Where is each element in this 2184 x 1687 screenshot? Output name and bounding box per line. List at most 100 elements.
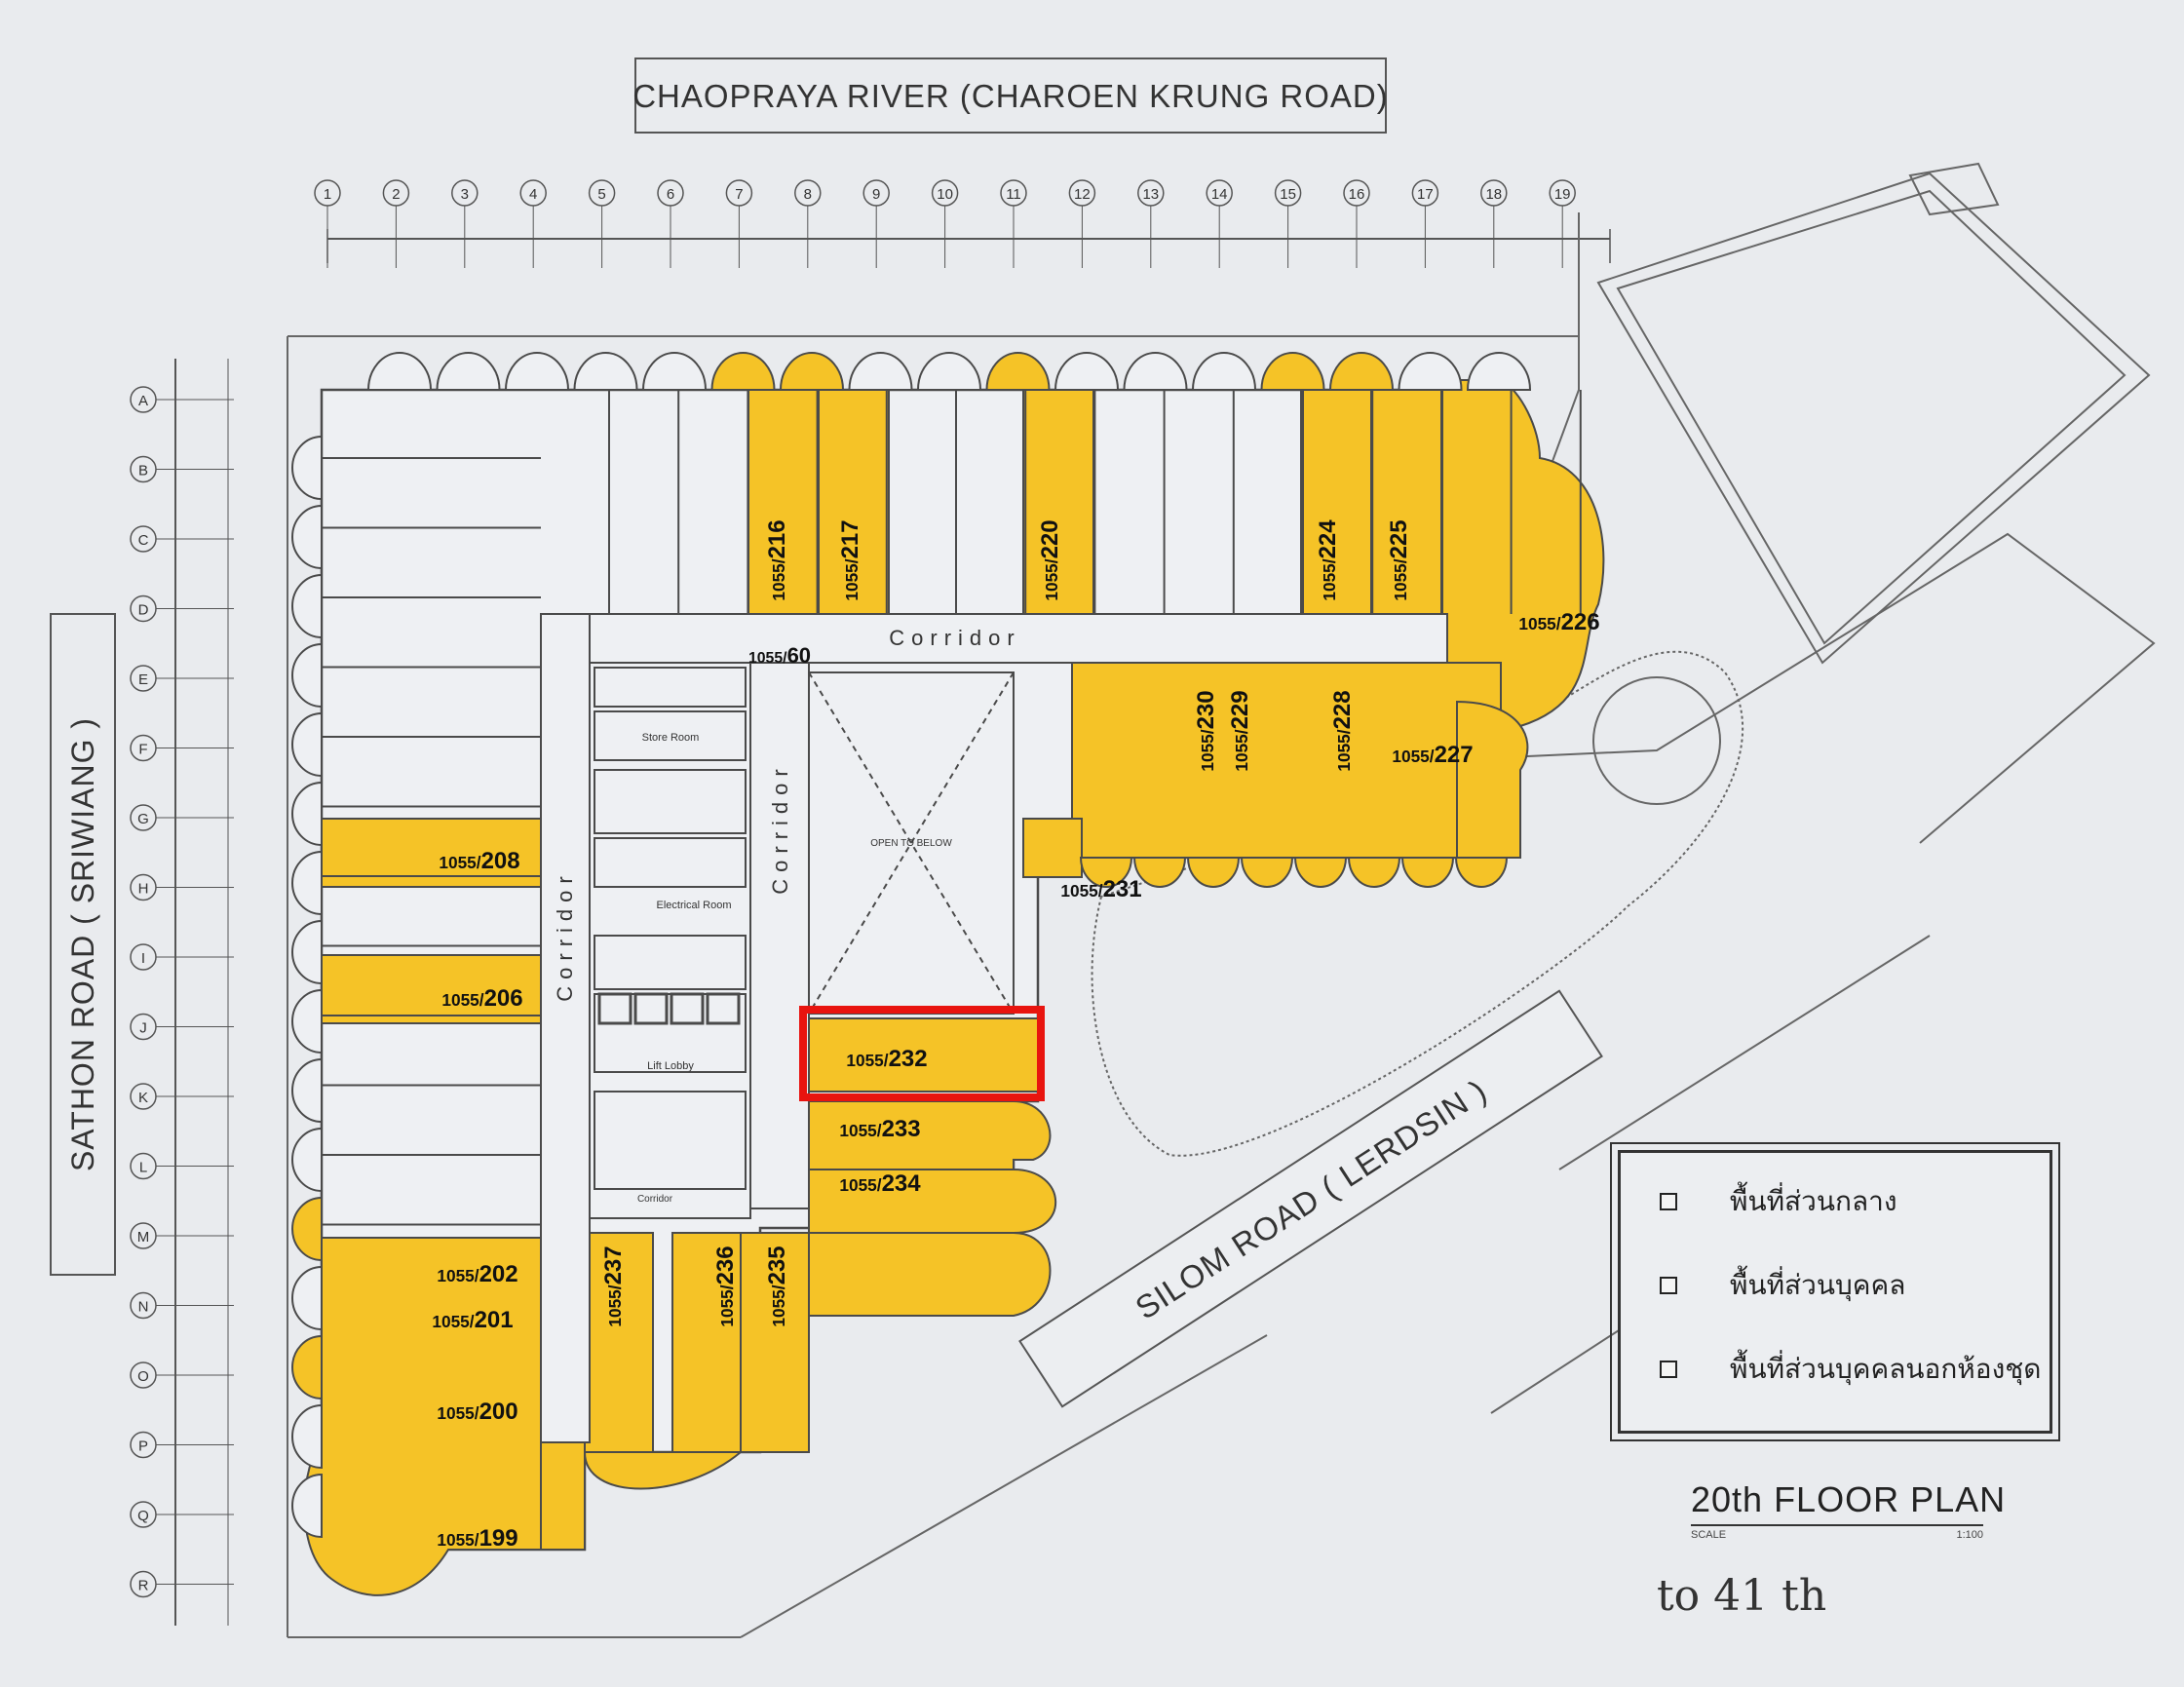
row-bubble: R [130, 1570, 234, 1598]
unit-label: 1055/228 [1329, 690, 1356, 771]
column-bubble: 11 [1000, 179, 1027, 268]
column-bubble: 10 [931, 179, 959, 268]
svg-text:Corridor: Corridor [553, 869, 577, 1001]
bay-window [291, 988, 323, 1054]
row-bubble: A [130, 386, 234, 413]
legend-swatch [1660, 1193, 1677, 1210]
scale-line [1691, 1524, 1983, 1526]
column-bubble: 17 [1411, 179, 1439, 268]
unit-partitions [322, 390, 1582, 1226]
column-bubble: 8 [794, 179, 822, 268]
svg-text:Corridor: Corridor [889, 626, 1020, 650]
svg-text:2: 2 [392, 186, 400, 203]
unit-label: 1055/216 [764, 519, 790, 600]
unit-label: 1055/220 [1037, 519, 1063, 600]
legend-label: พื้นที่ส่วนบุคคลนอกห้องชุด [1730, 1353, 2042, 1385]
column-bubble: 15 [1274, 179, 1302, 268]
column-bubble: 4 [519, 179, 547, 268]
svg-text:R: R [138, 1578, 149, 1594]
unit-label: 1055/231 [1060, 876, 1141, 902]
column-bubble: 2 [382, 179, 410, 268]
svg-text:I: I [141, 950, 145, 967]
unit-label: 1055/201 [432, 1307, 513, 1333]
row-bubble: K [130, 1083, 234, 1110]
row-bubble: H [130, 873, 234, 901]
column-bubble: 13 [1137, 179, 1165, 268]
legend-swatch [1660, 1277, 1677, 1294]
row-bubble: B [130, 455, 234, 483]
column-bubble: 7 [725, 179, 753, 268]
unit-label: 1055/236 [712, 1246, 739, 1326]
bay-window [848, 352, 913, 391]
bottom-bay-windows [1079, 857, 1509, 888]
bay-window [291, 1473, 323, 1539]
unit-label: 1055/234 [839, 1170, 921, 1197]
row-bubble: Q [130, 1501, 234, 1528]
right-road-label: SILOM ROAD ( LERDSIN ) [1018, 989, 1603, 1408]
svg-text:P: P [138, 1438, 148, 1455]
svg-text:14: 14 [1211, 186, 1228, 203]
bay-window [291, 504, 323, 570]
bay-window [291, 1127, 323, 1193]
bay-window [1398, 352, 1463, 391]
row-bubble: P [130, 1431, 234, 1459]
svg-text:18: 18 [1485, 186, 1502, 203]
bay-window [291, 850, 323, 916]
svg-text:4: 4 [529, 186, 537, 203]
svg-text:J: J [139, 1020, 147, 1037]
svg-text:19: 19 [1554, 186, 1571, 203]
column-bubble: 18 [1480, 179, 1508, 268]
scale-label: SCALE [1691, 1529, 1727, 1541]
legend-swatch [1660, 1361, 1677, 1378]
column-bubble: 12 [1068, 179, 1096, 268]
core-rooms [589, 662, 751, 1219]
svg-text:6: 6 [667, 186, 674, 203]
column-bubble: 19 [1549, 179, 1576, 268]
svg-text:CHAOPRAYA RIVER (CHAROEN KRUNG: CHAOPRAYA RIVER (CHAROEN KRUNG ROAD) [632, 78, 1389, 114]
svg-text:17: 17 [1417, 186, 1434, 203]
unit-label: 1055/226 [1518, 609, 1599, 635]
bay-window [291, 642, 323, 709]
row-bubble: J [130, 1013, 234, 1041]
unit-label: 1055/232 [846, 1046, 927, 1072]
svg-text:Lift Lobby: Lift Lobby [647, 1060, 694, 1072]
bay-window [291, 919, 323, 985]
selected-unit-outline [799, 1006, 1045, 1101]
floor-plan-title: 20th FLOOR PLAN [1691, 1479, 2007, 1519]
unit-label: 1055/200 [437, 1399, 517, 1425]
svg-text:E: E [138, 671, 148, 688]
row-bubble: L [130, 1152, 234, 1180]
bay-window [504, 352, 570, 391]
bay-window [1328, 352, 1395, 391]
unit-label: 1055/208 [439, 848, 519, 874]
bay-window [291, 573, 323, 639]
unit-label: 1055/199 [437, 1525, 517, 1552]
svg-text:O: O [137, 1368, 149, 1385]
bay-window [291, 1265, 323, 1331]
svg-text:Q: Q [137, 1508, 149, 1524]
svg-text:16: 16 [1349, 186, 1365, 203]
bay-window [1054, 352, 1120, 391]
top-bay-windows [366, 352, 1532, 391]
floor-range-note: to 41 th [1657, 1571, 1827, 1621]
bay-window [1079, 857, 1133, 888]
bay-window [291, 781, 323, 847]
row-bubble: E [130, 665, 234, 692]
bay-window [291, 1334, 323, 1400]
bay-window [291, 1196, 323, 1262]
svg-text:SILOM ROAD ( LERDSIN ): SILOM ROAD ( LERDSIN ) [1129, 1072, 1493, 1326]
svg-text:D: D [138, 602, 149, 619]
svg-text:3: 3 [461, 186, 469, 203]
svg-text:15: 15 [1280, 186, 1296, 203]
bay-window [1466, 352, 1532, 391]
bay-window [1240, 857, 1294, 888]
area-labels: Store Room Electrical Room Lift Lobby Co… [553, 626, 1020, 1205]
title-block: 20th FLOOR PLAN SCALE 1:100 [1691, 1479, 2007, 1541]
legend-label: พื้นที่ส่วนกลาง [1730, 1185, 1897, 1217]
legend-item-private-area: พื้นที่ส่วนบุคคล [1660, 1266, 1905, 1305]
column-bubble: 5 [588, 179, 616, 268]
unit-label: 1055/230 [1193, 690, 1219, 771]
